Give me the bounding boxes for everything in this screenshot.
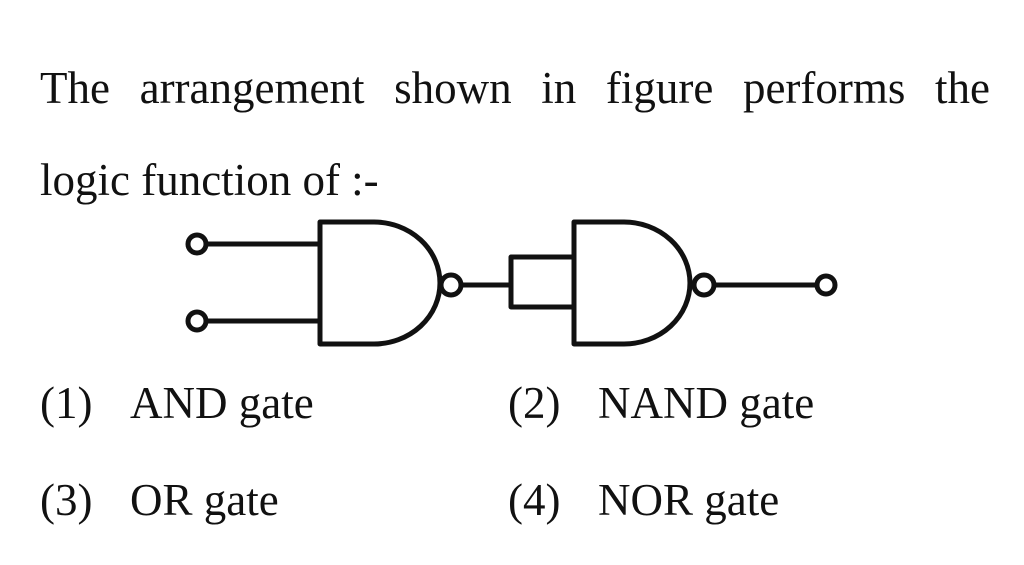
option-number: (4): [508, 475, 561, 525]
option-number: (2): [508, 378, 561, 428]
shorted-inputs-loop: [508, 254, 577, 310]
second-nand-bubble: [691, 272, 717, 298]
output-terminal: [814, 273, 838, 297]
second-nand-gate-body: [571, 219, 693, 347]
option-3[interactable]: (3) OR gate: [40, 475, 279, 525]
option-4[interactable]: (4) NOR gate: [508, 475, 779, 525]
option-label: OR gate: [130, 475, 279, 525]
input-terminal-b: [185, 309, 209, 333]
option-1[interactable]: (1) AND gate: [40, 378, 314, 428]
option-label: NAND gate: [598, 378, 815, 428]
question-text-line2: logic function of :-: [40, 155, 379, 205]
option-number: (3): [40, 475, 93, 525]
option-label: NOR gate: [598, 475, 780, 525]
option-2[interactable]: (2) NAND gate: [508, 378, 814, 428]
question-text-line1: The arrangement shown in figure performs…: [40, 63, 990, 113]
first-nand-gate-body: [317, 219, 443, 347]
first-nand-bubble: [438, 272, 464, 298]
input-terminal-a: [185, 232, 209, 256]
option-label: AND gate: [130, 378, 314, 428]
option-number: (1): [40, 378, 93, 428]
